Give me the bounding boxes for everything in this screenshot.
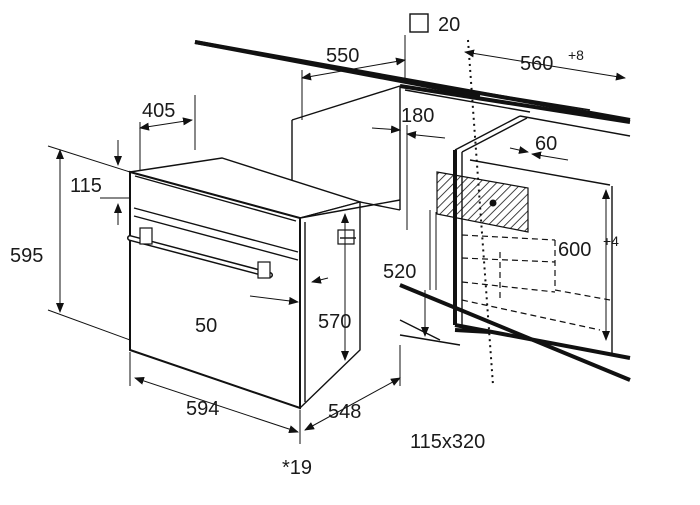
connector-icon bbox=[337, 229, 355, 245]
label-vent-cutout: 115x320 bbox=[410, 431, 485, 453]
label-cabinet-width: 560 bbox=[520, 53, 553, 75]
label-oven-side-depth: 405 bbox=[142, 100, 175, 122]
label-niche-height-sup: +4 bbox=[603, 233, 619, 249]
label-vent-offset: 60 bbox=[535, 133, 557, 155]
cabinet-niche bbox=[291, 85, 631, 382]
label-niche-width: 550 bbox=[326, 45, 359, 67]
label-front-offset: 115 bbox=[70, 175, 102, 197]
label-body-height: 570 bbox=[318, 311, 351, 333]
hidden-outline bbox=[461, 234, 611, 331]
label-base-depth: 520 bbox=[383, 261, 416, 283]
dimension-labels: 550 20 560 +8 405 180 60 115 595 600 +4 … bbox=[10, 13, 619, 479]
label-square-value: 20 bbox=[438, 14, 460, 36]
dimension-lines bbox=[47, 35, 626, 444]
oven-handle bbox=[127, 227, 273, 279]
center-line bbox=[467, 39, 494, 386]
label-niche-height: 600 bbox=[558, 239, 591, 261]
label-panel-depth: 180 bbox=[401, 105, 434, 127]
label-body-depth: 548 bbox=[328, 401, 361, 423]
label-oven-height: 595 bbox=[10, 245, 43, 267]
oven bbox=[127, 157, 401, 410]
label-handle-offset: 50 bbox=[195, 315, 217, 337]
vent-cutout bbox=[436, 171, 529, 233]
label-footnote: *19 bbox=[282, 457, 312, 479]
square-icon bbox=[409, 13, 429, 33]
label-cabinet-width-sup: +8 bbox=[568, 47, 584, 63]
label-oven-width: 594 bbox=[186, 398, 219, 420]
